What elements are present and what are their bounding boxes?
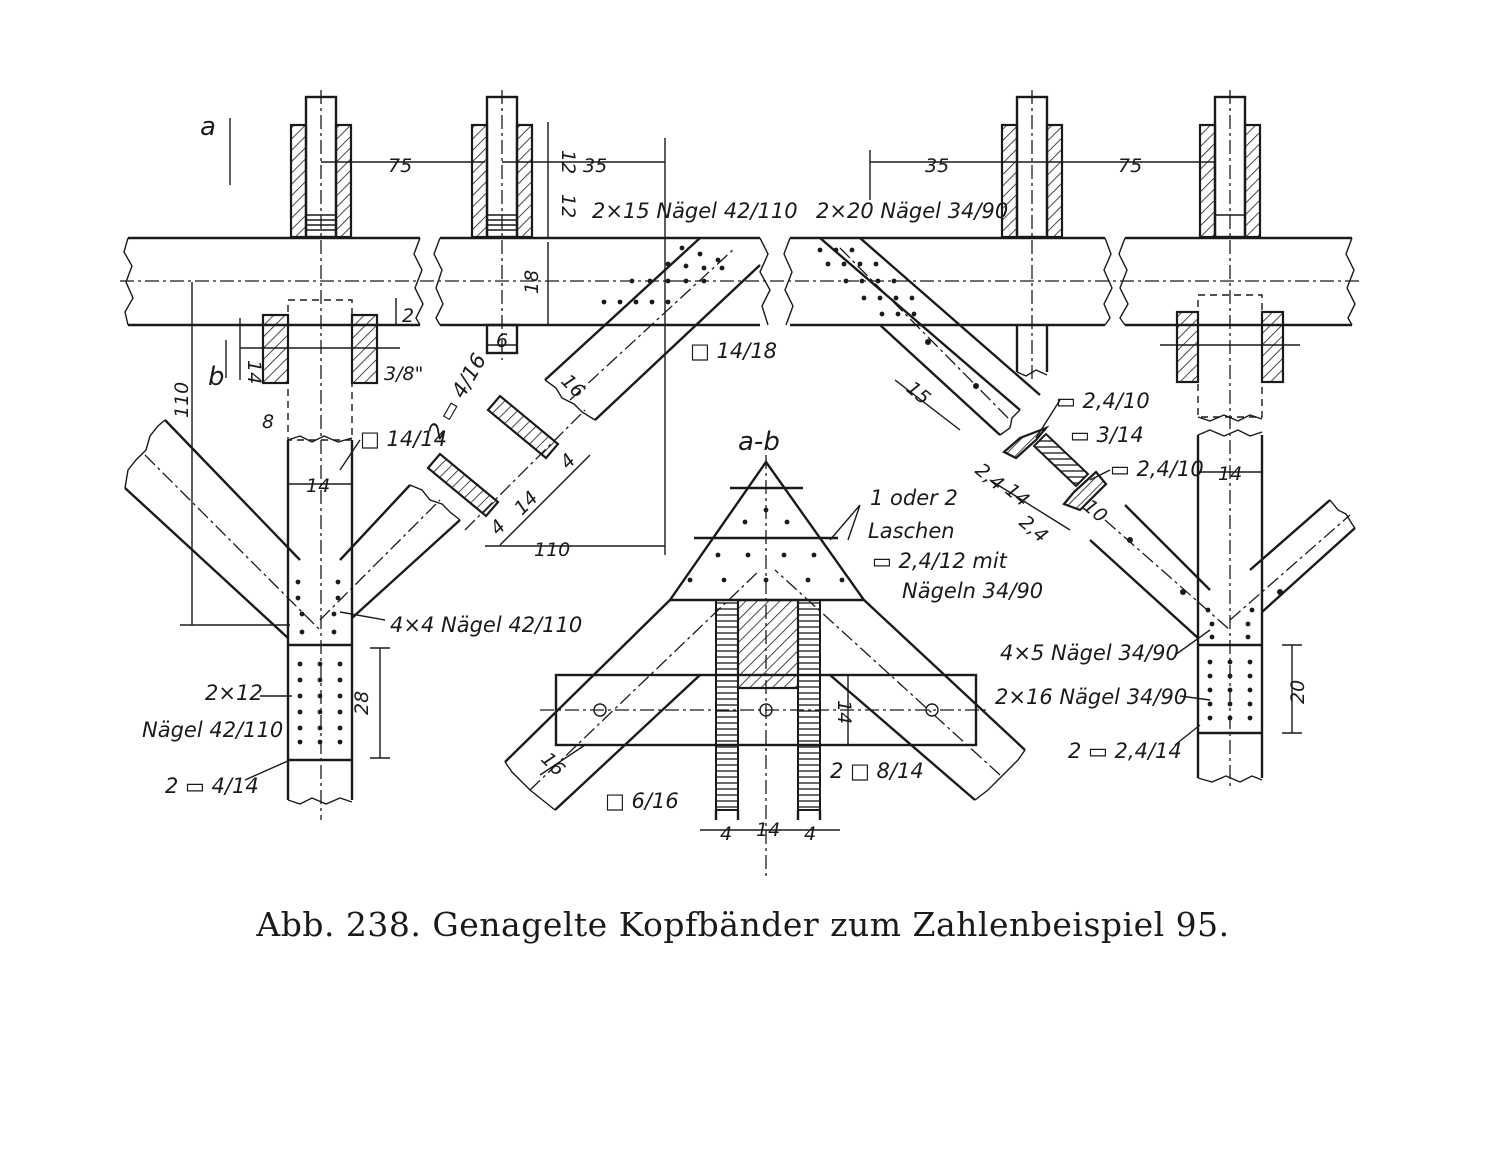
section-title: a-b [738, 427, 780, 457]
center-right-planks [1002, 425, 1108, 512]
left-lower-post [286, 435, 354, 805]
dim-4-a: 4 [556, 449, 580, 473]
right-lower-post [1196, 414, 1264, 783]
label-laschen-c: ▭ 2,4/12 mit [872, 549, 1008, 573]
label-plank-2-4-10-mid: ▭ 2,4/10 [1110, 457, 1204, 481]
dim-35-left: 35 [583, 155, 607, 177]
right-braces [1089, 499, 1356, 639]
center-right-nails [817, 247, 979, 389]
dim-14-section-bottom: 14 [756, 819, 780, 841]
label-sq-6-16: □ 6/16 [605, 789, 679, 813]
label-laschen-a: 1 oder 2 [870, 486, 958, 510]
label-nails-2x12: 2×12 [205, 681, 263, 705]
right-bolt-blocks [1160, 310, 1300, 384]
label-sq-14-14: □ 14/14 [360, 427, 447, 451]
left-braces [124, 419, 461, 639]
label-nails-4x4: 4×4 Nägel 42/110 [390, 613, 582, 637]
center-left-nails [601, 245, 725, 305]
dim-20: 20 [1287, 680, 1309, 704]
center-left-brace [544, 237, 761, 421]
label-plank-2-4-16: 2 ▭ 4/16 [424, 349, 492, 442]
dim-75-right: 75 [1118, 155, 1142, 177]
section-mark-a: a [200, 112, 216, 142]
dim-110-vertical: 110 [171, 382, 193, 418]
left-dimension-lines [180, 161, 485, 759]
left-bolt-blocks [261, 313, 379, 385]
left-nails [295, 579, 343, 745]
label-nails-2x15: 2×15 Nägel 42/110 [592, 199, 798, 223]
right-nails [1127, 537, 1283, 721]
dim-110-horizontal: 110 [534, 539, 570, 561]
dim-18: 18 [521, 270, 543, 294]
figure-caption: Abb. 238. Genagelte Kopfbänder zum Zahle… [256, 905, 1230, 944]
dim-14-column: 14 [306, 475, 330, 497]
label-plank-2-4-14: 2 ▭ 4/14 [165, 774, 259, 798]
center-left-planks [426, 394, 586, 531]
dim-14-middle: 14 [1001, 479, 1034, 511]
section-mark-b: b [208, 362, 225, 392]
label-sq-14-18: □ 14/18 [690, 339, 777, 363]
dim-14-right: 14 [1218, 463, 1242, 485]
dim-2-4-a: 2,4 [971, 459, 1008, 495]
label-laschen-b: Laschen [868, 519, 955, 543]
label-plank-2-2-4-14: 2 ▭ 2,4/14 [1068, 739, 1182, 763]
dim-6: 6 [496, 330, 508, 352]
dim-4-section-left: 4 [720, 823, 732, 845]
label-laschen-d: Nägeln 34/90 [902, 579, 1043, 603]
label-bolt: 3/8" [384, 363, 423, 385]
label-nails-4x5: 4×5 Nägel 34/90 [1000, 641, 1179, 665]
label-plank-2-4-10-top: ▭ 2,4/10 [1056, 389, 1150, 413]
dim-2-4-b: 2,4 [1015, 511, 1052, 547]
dim-35-right: 35 [925, 155, 949, 177]
label-plank-3-14: ▭ 3/14 [1070, 423, 1144, 447]
label-nails-2x16: 2×16 Nägel 34/90 [995, 685, 1187, 709]
center-right-dimension-lines [869, 150, 1215, 531]
dim-4-b: 4 [486, 515, 510, 539]
section-ab-dimension-lines [539, 675, 849, 831]
section-ab-nails [593, 507, 939, 717]
dim-15: 15 [902, 377, 935, 409]
dim-14-section: 14 [833, 700, 855, 724]
dim-14-bolt: 14 [243, 360, 265, 384]
center-left-dimension-lines [485, 122, 666, 555]
label-nails-42-110: Nägel 42/110 [142, 718, 283, 742]
dim-12-b: 12 [557, 194, 579, 218]
leader-lines [225, 118, 1211, 781]
dim-16-section: 16 [536, 748, 569, 781]
center-right-brace [819, 237, 1041, 436]
dim-12-a: 12 [557, 150, 579, 174]
right-dimension-lines [1198, 471, 1302, 734]
dim-2: 2 [402, 305, 414, 327]
label-sq-8-14: 2 □ 8/14 [830, 759, 924, 783]
dim-8: 8 [262, 411, 274, 433]
dim-4-section-right: 4 [804, 823, 816, 845]
section-ab [504, 455, 1026, 880]
center-right-post [1000, 95, 1064, 377]
dim-14-plank: 14 [510, 487, 543, 520]
label-nails-2x20: 2×20 Nägel 34/90 [816, 199, 1008, 223]
left-post-hidden [287, 299, 353, 441]
dim-28: 28 [351, 691, 373, 715]
dim-75-left: 75 [388, 155, 412, 177]
